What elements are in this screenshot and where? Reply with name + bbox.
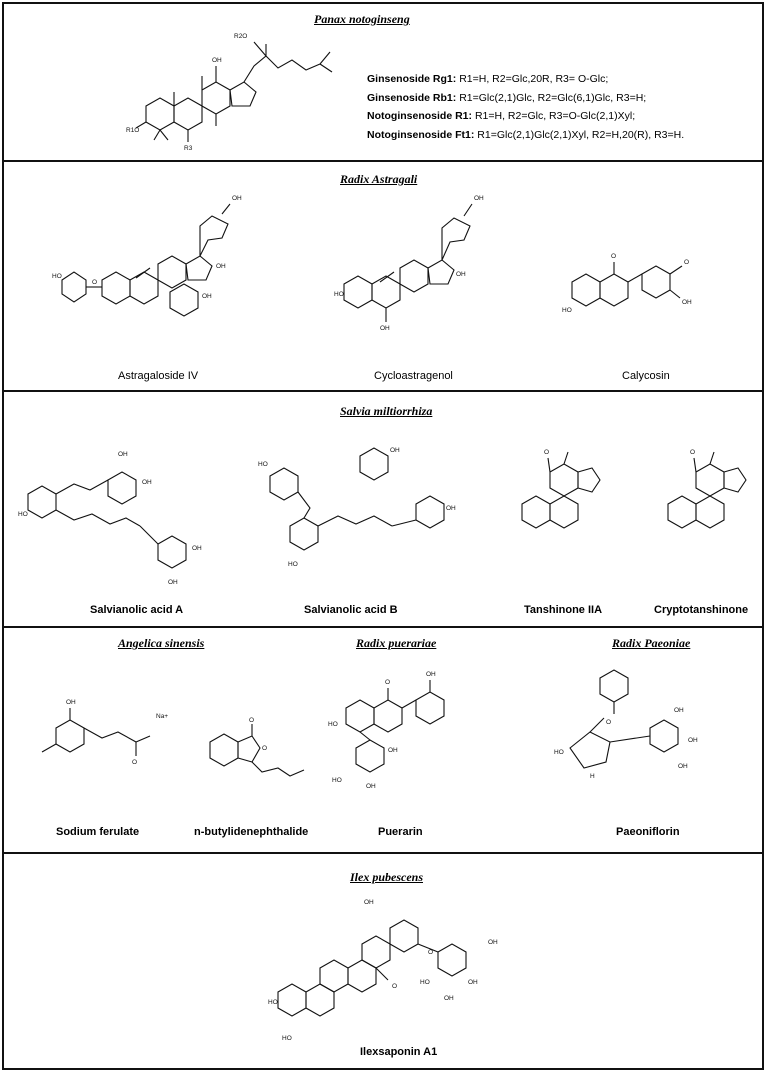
compound-name: Ilexsaponin A1: [360, 1046, 438, 1058]
o-label: O: [92, 279, 97, 286]
oh-label: OH: [678, 763, 688, 770]
oh-label: OH: [232, 195, 242, 202]
oh-label: OH: [364, 899, 374, 906]
compound-name: Cryptotanshinone: [654, 604, 749, 616]
legend-row: Ginsenoside Rb1: R1=Glc(2,1)Glc, R2=Glc(…: [367, 91, 647, 104]
o-label: O: [611, 253, 616, 260]
paeoniflorin-structure: O HO H OH OH OH: [554, 669, 698, 780]
r3-label: R3: [184, 145, 193, 152]
section-angelica-pueraria-paeonia: Angelica sinensis Radix puerariae Radix …: [4, 628, 762, 854]
oh-label: OH: [202, 293, 212, 300]
compound-name: Salvianolic acid B: [304, 604, 398, 616]
ho-label: HO: [288, 561, 298, 568]
compound-name: Tanshinone IIA: [524, 604, 603, 616]
oh-label: OH: [118, 451, 128, 458]
oh-label: OH: [388, 747, 398, 754]
oh-label: OH: [380, 325, 390, 332]
ho-label: HO: [554, 749, 564, 756]
oh-label: OH: [446, 505, 456, 512]
tanshinone-iia-structure: O: [521, 449, 601, 529]
salvianolic-acid-b-structure: HO OH OH HO: [258, 447, 456, 568]
o-label: O: [385, 679, 390, 686]
o-label: O: [544, 449, 549, 456]
section-title: Salvia miltiorrhiza: [340, 404, 433, 418]
compound-name: Puerarin: [378, 826, 423, 838]
section-ilex-pubescens: Ilex pubescens OH HO O O OH HO OH OH HO …: [4, 854, 762, 1068]
r2o-label: R2O: [234, 33, 247, 40]
compound-name: Calycosin: [622, 370, 670, 382]
astragaloside-iv-structure: OH OH HO O OH: [52, 195, 242, 317]
oh-label: OH: [168, 579, 178, 586]
compound-name: Astragaloside IV: [118, 370, 199, 382]
oh-label: OH: [192, 545, 202, 552]
section-panax-notoginseng: Panax notoginseng OH R2O: [4, 4, 762, 162]
section-radix-astragali: Radix Astragali OH OH HO O OH Astragalos…: [4, 162, 762, 392]
ho-label: HO: [332, 777, 342, 784]
oh-label: OH: [682, 299, 692, 306]
ho-label: HO: [328, 721, 338, 728]
section-title: Panax notoginseng: [314, 12, 410, 26]
oh-label: OH: [66, 699, 76, 706]
o-label: O: [249, 717, 254, 724]
compound-name: Paeoniflorin: [616, 826, 680, 838]
oh-label: OH: [468, 979, 478, 986]
oh-label: OH: [674, 707, 684, 714]
ho-label: HO: [258, 461, 268, 468]
o-label: O: [132, 759, 137, 766]
na-label: Na+: [156, 713, 168, 720]
ho-label: HO: [334, 291, 344, 298]
compound-name: Salvianolic acid A: [90, 604, 184, 616]
o-label: O: [690, 449, 695, 456]
salvianolic-acid-a-structure: OH OH HO OH OH: [18, 451, 202, 586]
legend-row: Ginsenoside Rg1: R1=H, R2=Glc,20R, R3= O…: [367, 73, 609, 85]
oh-label: OH: [212, 57, 222, 64]
ilexsaponin-a1-structure: OH HO O O OH HO OH OH HO: [268, 899, 498, 1042]
o-label: O: [428, 949, 433, 956]
o-label: O: [684, 259, 689, 266]
oh-label: OH: [366, 783, 376, 790]
section-title-angelica: Angelica sinensis: [118, 636, 205, 650]
o-label: O: [606, 719, 611, 726]
cycloastragenol-structure: OH OH HO OH: [334, 195, 484, 332]
oh-label: OH: [456, 271, 466, 278]
section-title-paeoniae: Radix Paeoniae: [612, 636, 691, 650]
ho-label: HO: [268, 999, 278, 1006]
oh-label: OH: [444, 995, 454, 1002]
section-salvia-miltiorrhiza: Salvia miltiorrhiza OH OH HO OH OH Salvi…: [4, 392, 762, 628]
h-label: H: [590, 773, 595, 780]
oh-label: OH: [142, 479, 152, 486]
oh-label: OH: [688, 737, 698, 744]
sodium-ferulate-structure: OH Na+ O: [41, 699, 168, 766]
compound-name: Sodium ferulate: [56, 826, 140, 838]
oh-label: OH: [426, 671, 436, 678]
cryptotanshinone-structure: O: [667, 449, 747, 529]
ho-label: HO: [52, 273, 62, 280]
ginsenoside-scaffold-structure: OH R2O R1O R3: [126, 33, 333, 152]
legend-row: Notoginsenoside R1: R1=H, R2=Glc, R3=O-G…: [367, 110, 636, 122]
ho-label: HO: [282, 1035, 292, 1042]
oh-label: OH: [390, 447, 400, 454]
legend-row: Notoginsenoside Ft1: R1=Glc(2,1)Glc(2,1)…: [367, 128, 685, 141]
n-butylidenephthalide-structure: O O: [209, 717, 305, 777]
oh-label: OH: [488, 939, 498, 946]
oh-label: OH: [474, 195, 484, 202]
ho-label: HO: [420, 979, 430, 986]
compound-name: Cycloastragenol: [374, 370, 453, 382]
o-label: O: [392, 983, 397, 990]
section-title: Radix Astragali: [340, 172, 418, 186]
section-title: Ilex pubescens: [350, 870, 423, 884]
ginsenoside-legend: Ginsenoside Rg1: R1=H, R2=Glc,20R, R3= O…: [367, 70, 684, 144]
calycosin-structure: O O OH HO: [562, 253, 692, 314]
r1o-label: R1O: [126, 127, 139, 134]
oh-label: OH: [216, 263, 226, 270]
section-title-puerariae: Radix puerariae: [356, 636, 437, 650]
ho-label: HO: [18, 511, 28, 518]
ho-label: HO: [562, 307, 572, 314]
o-label: O: [262, 745, 267, 752]
puerarin-structure: OH O HO OH HO OH: [328, 671, 445, 790]
compound-name: n-butylidenephthalide: [194, 826, 309, 838]
